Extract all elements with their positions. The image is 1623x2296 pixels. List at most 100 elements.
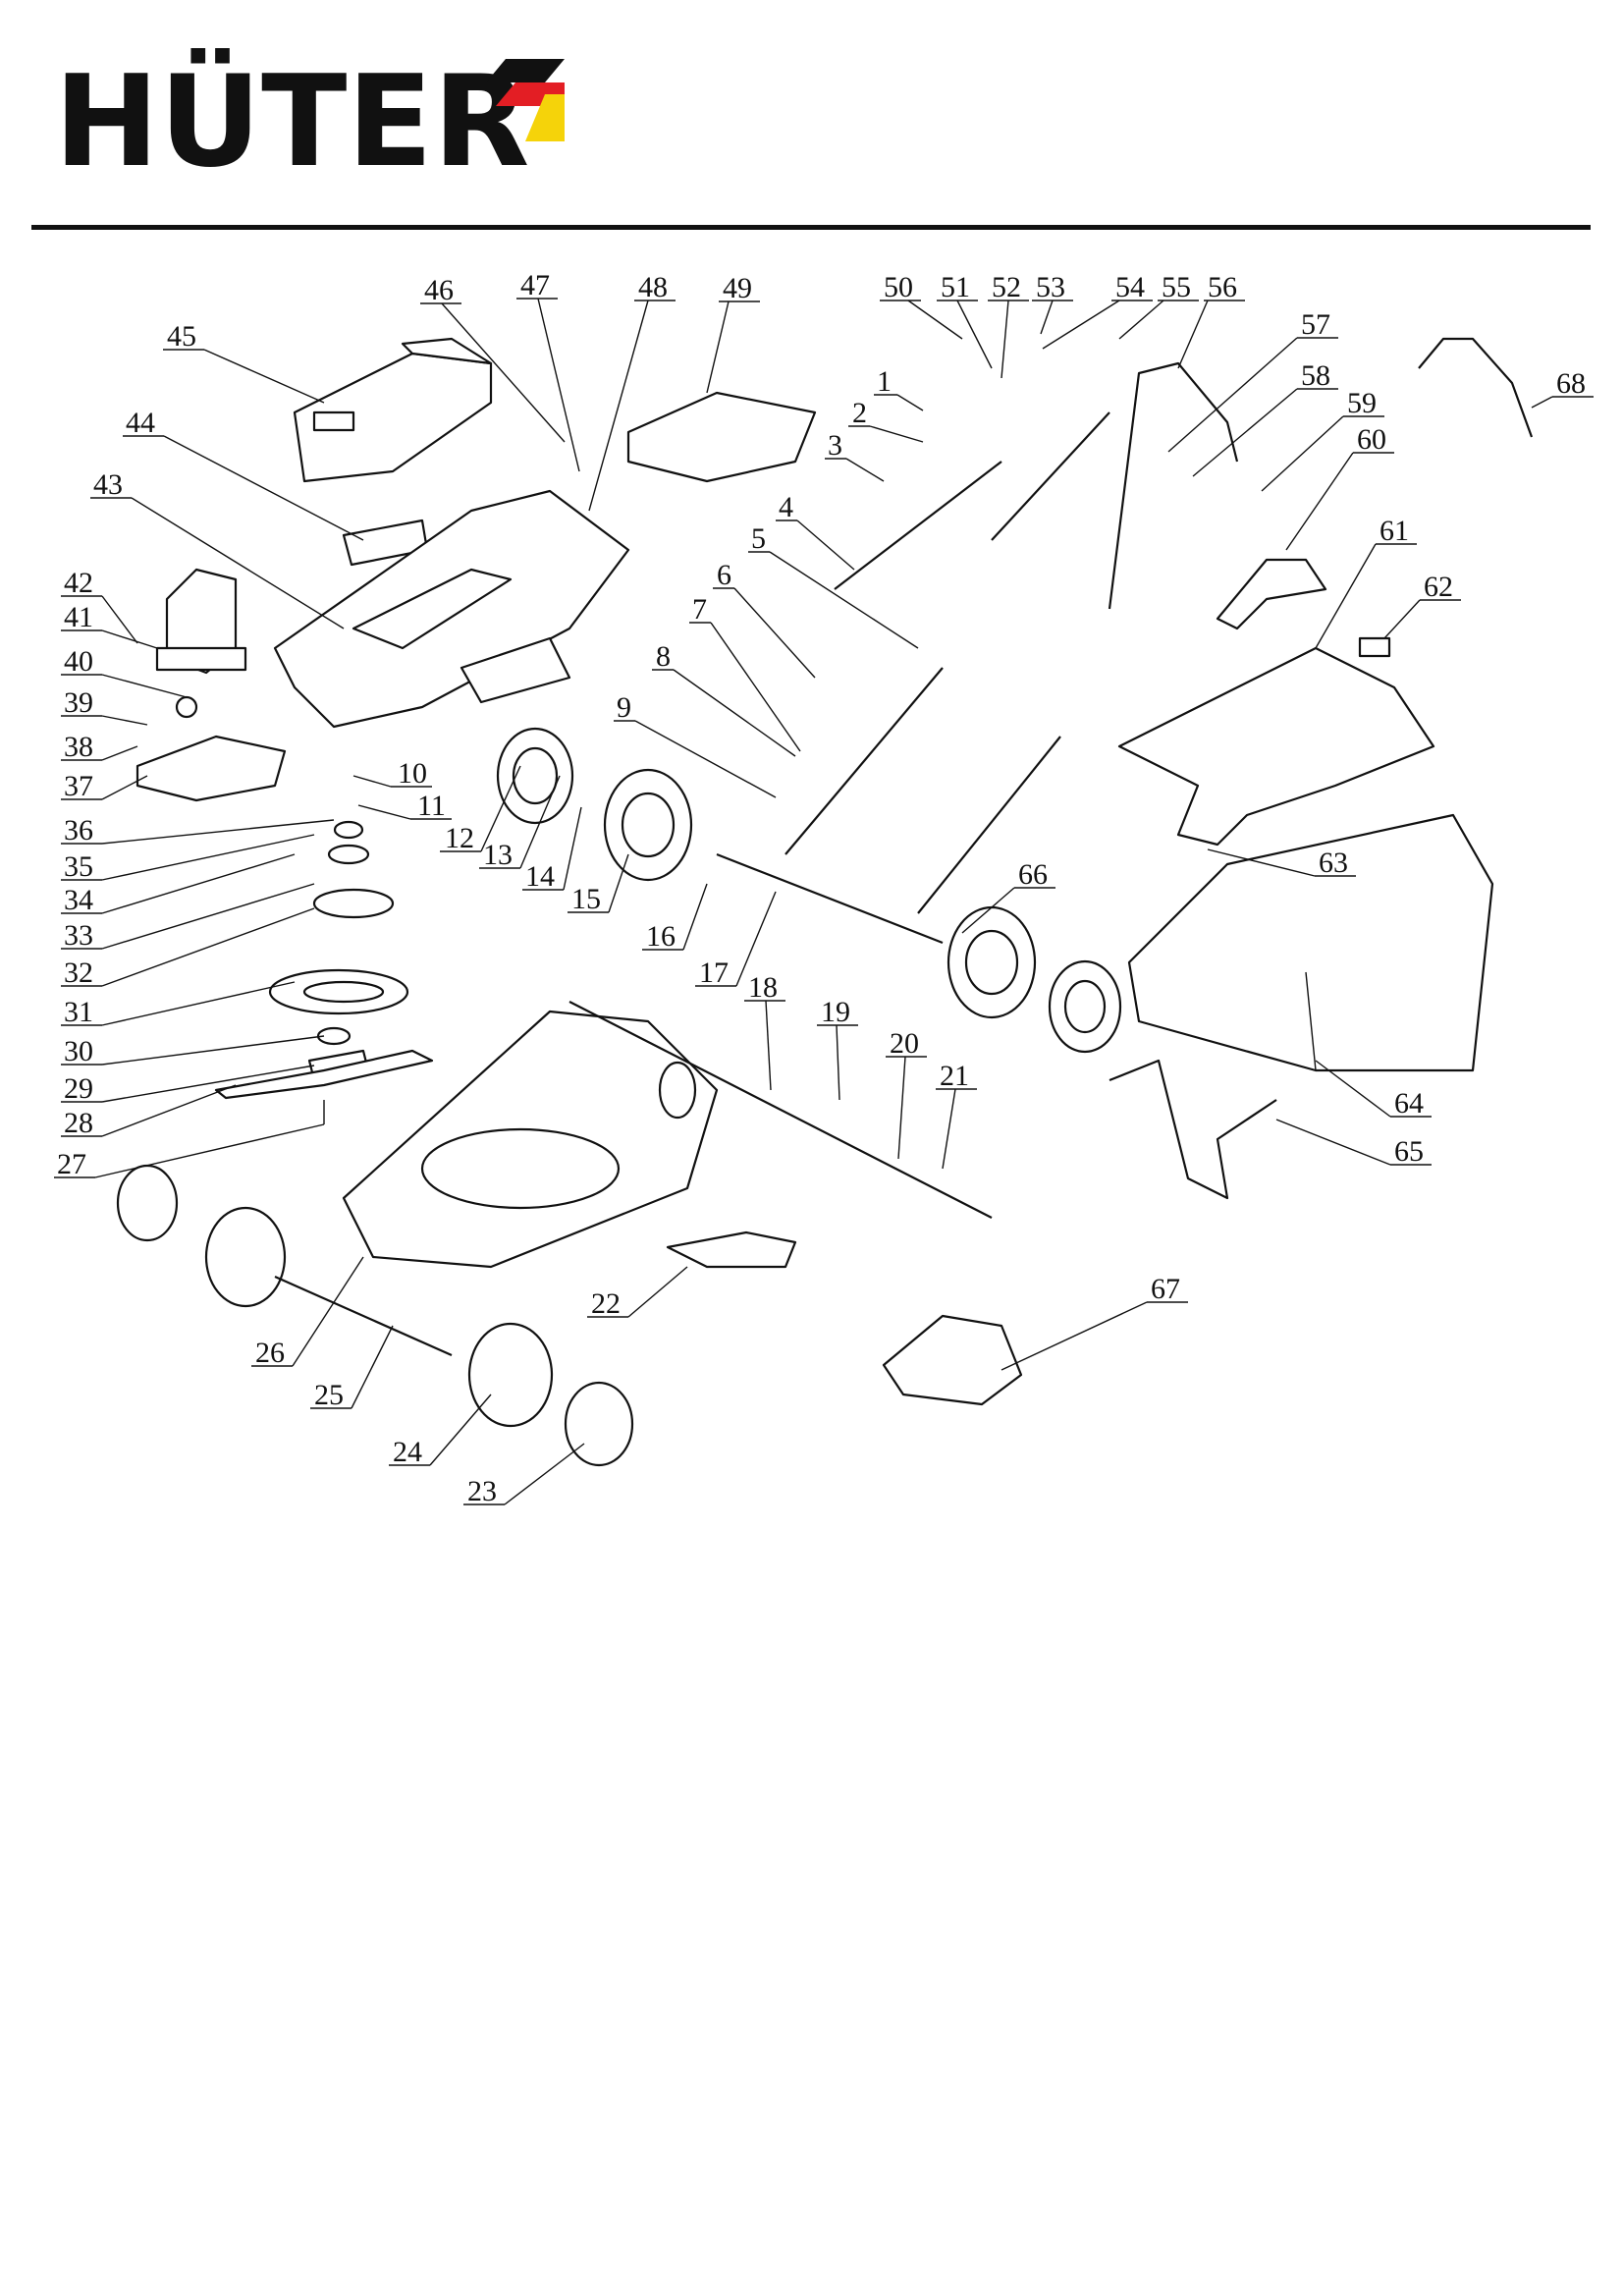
callout-46: 46: [420, 274, 566, 443]
callout-68-label: 68: [1556, 367, 1586, 400]
callout-59-label: 59: [1347, 387, 1377, 419]
deck-26: [342, 1010, 719, 1269]
handle-lower: [784, 461, 1061, 914]
callout-28: 28: [61, 1084, 237, 1139]
mulching-plug-67: [882, 1314, 1023, 1406]
grass-catcher-top-61: [1117, 646, 1435, 847]
callout-32: 32: [61, 907, 315, 989]
axle-18: [568, 1001, 993, 1219]
callout-47: 47: [516, 269, 580, 472]
callout-24: 24: [389, 1394, 492, 1468]
callout-9-label: 9: [617, 691, 631, 724]
callout-13-label: 13: [483, 839, 513, 871]
callout-10-label: 10: [398, 757, 427, 790]
callout-56: 56: [1177, 271, 1245, 369]
callout-34: 34: [61, 853, 296, 916]
callout-34-label: 34: [64, 884, 93, 916]
callout-19: 19: [817, 996, 858, 1101]
callout-30-label: 30: [64, 1035, 93, 1067]
callout-33-label: 33: [64, 919, 93, 952]
callout-66: 66: [961, 858, 1055, 934]
callout-35-label: 35: [64, 850, 93, 883]
callout-6: 6: [713, 559, 816, 679]
callout-11-label: 11: [417, 790, 446, 822]
callout-13: 13: [479, 775, 561, 871]
callout-23-label: 23: [467, 1475, 497, 1507]
callout-1: 1: [874, 365, 924, 411]
axle-25: [274, 1275, 453, 1357]
callout-57-label: 57: [1301, 308, 1330, 341]
callout-4: 4: [776, 491, 855, 571]
wheel-23-24: [116, 1164, 634, 1467]
callout-31-label: 31: [64, 996, 93, 1028]
header-divider: [31, 225, 1591, 230]
callout-7-label: 7: [692, 593, 707, 626]
callout-27: 27: [54, 1123, 325, 1180]
callout-51: 51: [937, 271, 993, 369]
callout-23: 23: [463, 1443, 585, 1507]
wheel-12-15: [496, 727, 693, 882]
callout-8: 8: [652, 640, 796, 757]
callouts: 1 2 3 4 5 6 7 8 9 10 11 12 13 14 15 16 1…: [54, 269, 1594, 1507]
callout-29: 29: [61, 1065, 315, 1105]
callout-25: 25: [310, 1325, 394, 1411]
callout-10: 10: [352, 757, 432, 790]
callout-49: 49: [706, 272, 760, 394]
callout-16-label: 16: [646, 920, 676, 953]
frame-65: [1109, 1059, 1277, 1200]
callout-5: 5: [748, 522, 919, 649]
clip-62: [1358, 636, 1391, 658]
callout-50-label: 50: [884, 271, 913, 303]
callout-22-label: 22: [591, 1287, 621, 1320]
callout-3-label: 3: [828, 429, 842, 462]
callout-65: 65: [1275, 1119, 1432, 1168]
callout-12: 12: [440, 765, 521, 854]
motor-42: [155, 568, 247, 719]
callout-55-label: 55: [1162, 271, 1191, 303]
grass-catcher-64: [1127, 813, 1494, 1072]
callout-21: 21: [936, 1060, 977, 1170]
callout-18: 18: [744, 971, 785, 1091]
upper-housing-43: [273, 489, 630, 729]
callout-39-label: 39: [64, 686, 93, 719]
callout-41-label: 41: [64, 601, 93, 633]
callout-64: 64: [1315, 1060, 1432, 1120]
callout-16: 16: [642, 883, 708, 953]
callout-42-label: 42: [64, 567, 93, 599]
callout-39: 39: [61, 686, 148, 726]
callout-15-label: 15: [571, 883, 601, 915]
wheel-66: [947, 905, 1122, 1054]
callout-67: 67: [1001, 1273, 1188, 1371]
callout-37-label: 37: [64, 770, 93, 802]
callout-19-label: 19: [821, 996, 850, 1028]
callout-6-label: 6: [717, 559, 731, 591]
callout-40-label: 40: [64, 645, 93, 678]
callout-47-label: 47: [520, 269, 550, 301]
blade-assembly: [214, 820, 434, 1124]
callout-45-label: 45: [167, 320, 196, 353]
callout-20-label: 20: [890, 1027, 919, 1060]
callout-60-label: 60: [1357, 423, 1386, 456]
callout-9: 9: [614, 691, 777, 798]
callout-53-label: 53: [1036, 271, 1065, 303]
motor-cover-37: [135, 735, 287, 802]
discharge-flap-22: [666, 1230, 797, 1269]
callout-44-label: 44: [126, 407, 155, 439]
callout-61-label: 61: [1380, 515, 1409, 547]
callout-32-label: 32: [64, 957, 93, 989]
callout-31: 31: [61, 981, 296, 1028]
callout-43: 43: [90, 468, 345, 629]
callout-46-label: 46: [424, 274, 454, 306]
callout-1-label: 1: [877, 365, 892, 398]
callout-40: 40: [61, 645, 188, 698]
callout-48: 48: [588, 271, 676, 512]
handle-68: [1418, 337, 1534, 438]
callout-4-label: 4: [779, 491, 793, 523]
callout-12-label: 12: [445, 822, 474, 854]
callout-29-label: 29: [64, 1072, 93, 1105]
callout-7: 7: [689, 593, 801, 752]
callout-61: 61: [1315, 515, 1417, 649]
handle-upper-56: [991, 361, 1239, 610]
callout-67-label: 67: [1151, 1273, 1180, 1305]
callout-21-label: 21: [940, 1060, 969, 1092]
